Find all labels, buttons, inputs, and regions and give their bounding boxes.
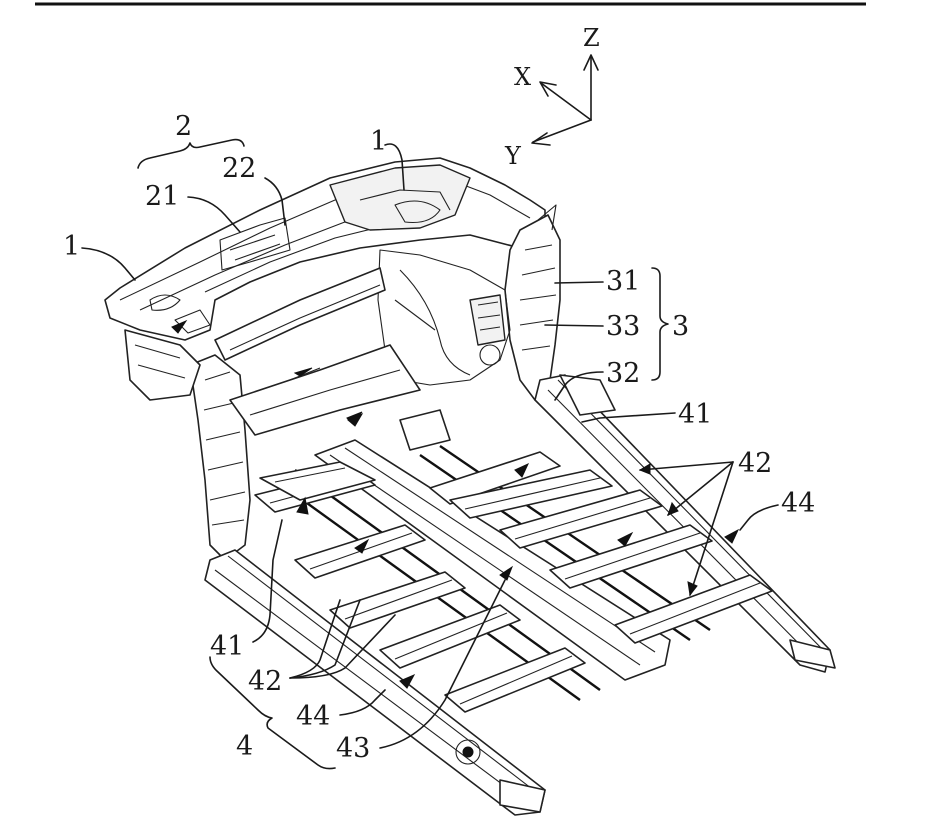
right-pillar-assembly xyxy=(504,214,561,401)
vehicle-body-frame xyxy=(104,157,836,816)
label-44-right: 44 xyxy=(781,488,815,519)
coordinate-axes: Z X Y xyxy=(504,24,600,170)
axis-x-label: X xyxy=(514,63,531,91)
label-4: 4 xyxy=(236,731,253,762)
label-22: 22 xyxy=(222,153,256,184)
label-41-left: 41 xyxy=(210,631,244,662)
label-42-left: 42 xyxy=(248,666,282,697)
label-3: 3 xyxy=(672,311,689,342)
label-43: 43 xyxy=(336,733,370,764)
label-41-right: 41 xyxy=(678,399,712,430)
label-44-bottom: 44 xyxy=(296,701,330,732)
label-21: 21 xyxy=(145,181,179,212)
label-1-top: 1 xyxy=(370,126,387,157)
label-33: 33 xyxy=(606,311,640,342)
axis-z-label: Z xyxy=(583,24,600,52)
label-1-left: 1 xyxy=(63,231,80,262)
axis-y-label: Y xyxy=(504,142,522,170)
label-2: 2 xyxy=(175,111,192,142)
label-42-right: 42 xyxy=(738,448,772,479)
left-pillar xyxy=(189,354,251,561)
label-31: 31 xyxy=(606,266,640,297)
center-tunnel xyxy=(314,439,671,681)
reference-labels: 2 22 21 1 1 31 33 32 3 41 42 xyxy=(63,111,815,770)
label-32: 32 xyxy=(606,358,640,389)
